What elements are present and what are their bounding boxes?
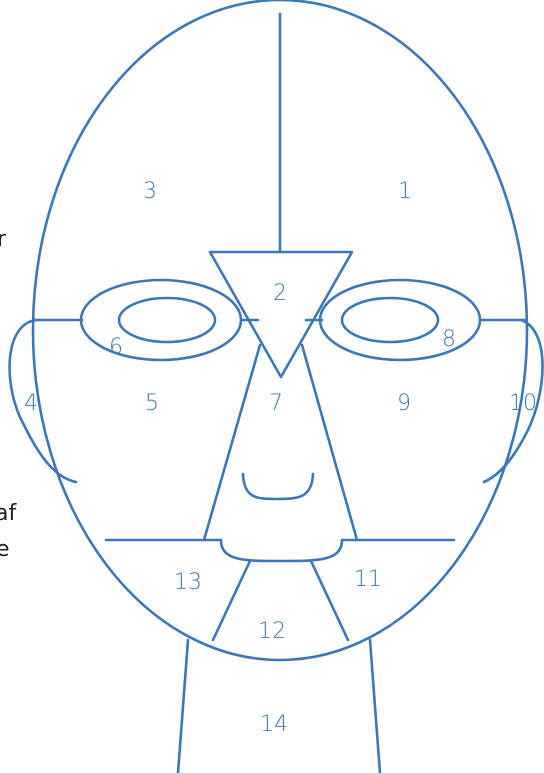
- nose-bridge-triangle: [210, 252, 352, 377]
- zone-label-12: 12: [258, 619, 286, 644]
- diagram-outline: [10, 0, 543, 773]
- left-ear-outline: [10, 320, 76, 482]
- zone-label-4: 4: [24, 391, 38, 416]
- zone-label-14: 14: [260, 712, 288, 737]
- zone-label-2: 2: [273, 281, 287, 306]
- zone-label-3: 3: [143, 179, 157, 204]
- nostril-curve: [243, 474, 313, 499]
- chin-right-line: [311, 561, 348, 640]
- cut-off-text-3: e: [0, 537, 10, 562]
- nose-right-line: [302, 345, 357, 540]
- cut-off-text-2: af: [0, 501, 17, 526]
- zone-label-8: 8: [442, 327, 456, 352]
- right-eye-outer-ring: [320, 280, 480, 360]
- left-eye-inner-ring: [119, 298, 215, 342]
- zone-label-5: 5: [145, 391, 159, 416]
- zone-label-9: 9: [397, 391, 411, 416]
- zone-label-6: 6: [109, 335, 123, 360]
- left-eye-outer-ring: [81, 280, 241, 360]
- cut-off-text: r af e: [0, 227, 17, 562]
- zone-label-7: 7: [269, 391, 283, 416]
- zone-label-13: 13: [174, 570, 202, 595]
- zone-label-1: 1: [398, 179, 412, 204]
- neck-right-line: [370, 640, 380, 773]
- right-eye-inner-ring: [342, 298, 438, 342]
- zone-label-10: 10: [509, 391, 537, 416]
- zone-label-11: 11: [354, 567, 382, 592]
- mouth-curve: [221, 540, 342, 561]
- nose-left-line: [204, 345, 260, 540]
- chin-left-line: [213, 561, 250, 640]
- neck-left-line: [178, 640, 188, 773]
- cut-off-text-1: r: [0, 227, 7, 252]
